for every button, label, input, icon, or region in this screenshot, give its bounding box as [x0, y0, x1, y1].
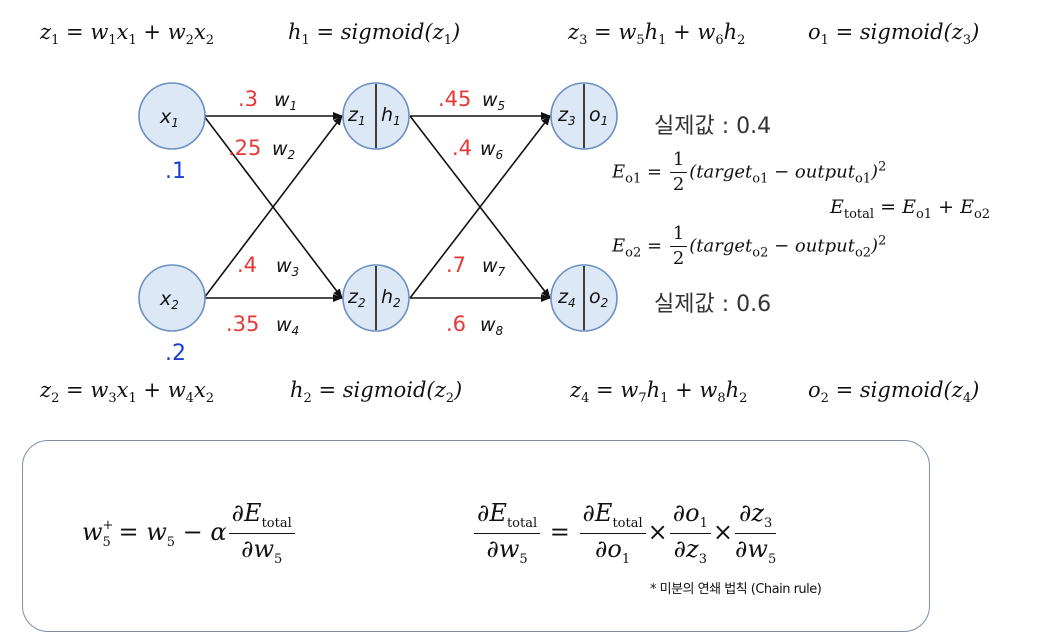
edges [203, 112, 551, 302]
weight-w1-symbol: w1 [274, 89, 297, 113]
weight-w2-symbol: w2 [272, 138, 295, 162]
eq-chain-rule: ∂Etotal∂w5 = ∂Etotal∂o1×∂o1∂z3×∂z3∂w5 [472, 499, 778, 567]
eq-o2: o2 = sigmoid(z4) [808, 378, 980, 407]
weight-w3-value: .4 [237, 253, 257, 277]
eq-z2: z2 = w3x1 + w4x2 [40, 378, 215, 407]
weight-w5-value: .45 [438, 87, 471, 111]
weight-w8-symbol: w8 [480, 314, 504, 338]
target-o2-label: 실제값 : 0.6 [654, 292, 772, 317]
eq-z3: z3 = w5h1 + w6h2 [568, 20, 746, 49]
eq-h1: h1 = sigmoid(z1) [288, 20, 461, 49]
eq-update-rule: w+5 = w5 − α∂Etotal∂w5 [82, 499, 297, 567]
weight-w6-symbol: w6 [480, 138, 504, 162]
weight-w5-symbol: w5 [482, 89, 505, 113]
weight-w4-symbol: w4 [276, 314, 299, 338]
weight-w2-value: .25 [228, 136, 261, 160]
eq-h2: h2 = sigmoid(z2) [290, 378, 463, 407]
weight-w8-value: .6 [446, 312, 466, 336]
weight-w7-symbol: w7 [482, 255, 506, 279]
weight-w1-value: .3 [238, 87, 258, 111]
input-x1-value: .1 [165, 159, 186, 184]
weight-w7-value: .7 [446, 253, 466, 277]
edge-h2-z3 [409, 115, 551, 299]
target-o1-label: 실제값 : 0.4 [654, 114, 772, 139]
node-x1 [138, 82, 206, 150]
eq-z1: z1 = w1x1 + w2x2 [40, 20, 215, 49]
eq-o1: o1 = sigmoid(z3) [808, 20, 980, 49]
nodes [138, 82, 618, 332]
edge-x2-z1 [203, 115, 343, 299]
input-x2-value: .2 [165, 341, 186, 366]
weight-w6-value: .4 [452, 136, 472, 160]
neural-network-diagram: x1 x2 z1 h1 z2 h2 z3 o1 z4 o2 .1 .2 .3 .… [138, 82, 618, 366]
chain-rule-note: * 미분의 연쇄 법칙 (Chain rule) [650, 582, 822, 597]
weight-w4-value: .35 [226, 312, 259, 336]
eq-error-total: Etotal = Eo1 + Eo2 [830, 196, 991, 222]
weight-w3-symbol: w3 [276, 255, 299, 279]
node-x2 [138, 264, 206, 332]
eq-z4: z4 = w7h1 + w8h2 [570, 378, 748, 407]
